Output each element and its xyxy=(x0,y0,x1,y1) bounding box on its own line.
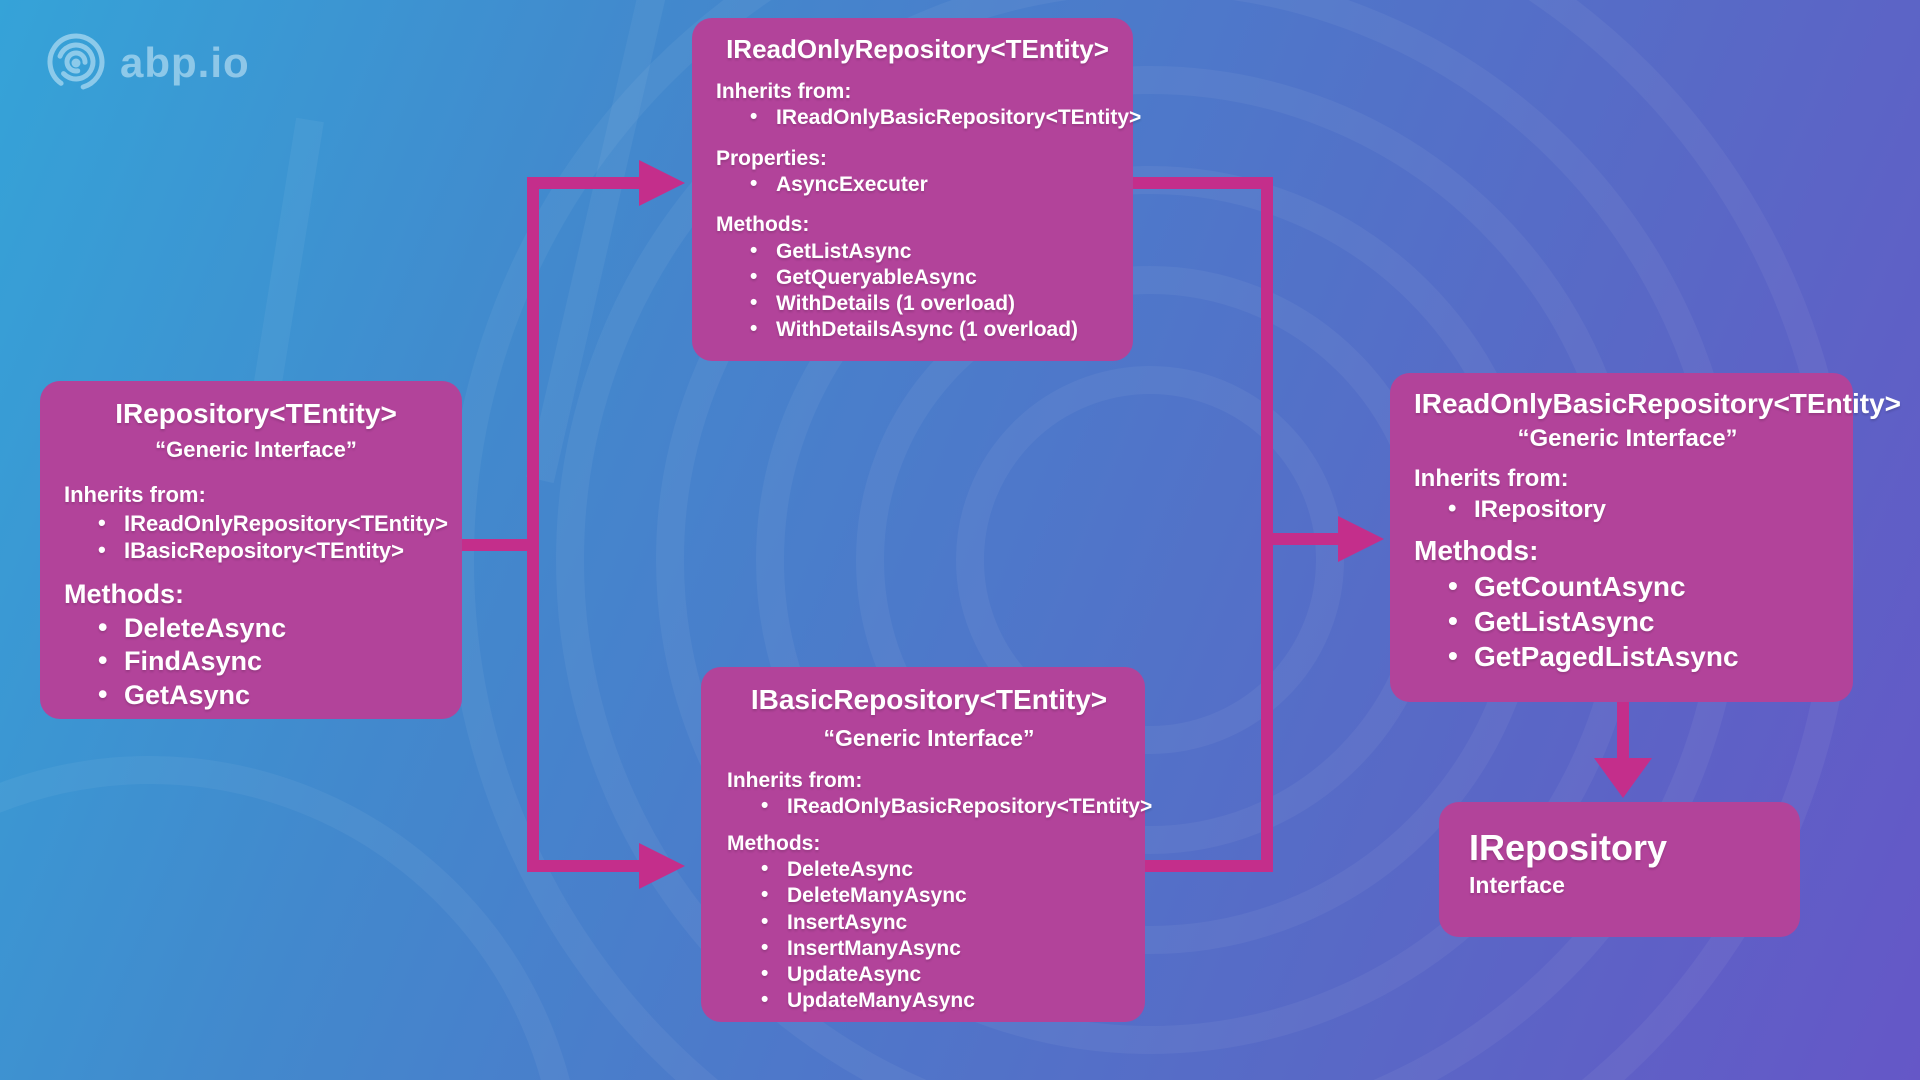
section-properties: Properties:AsyncExecuter xyxy=(716,145,1119,199)
node-sections: Inherits from:IRepositoryMethods:GetCoun… xyxy=(1414,463,1841,674)
edge-to-readonly-basic-repository xyxy=(1273,533,1338,545)
member-item: FindAsync xyxy=(98,644,448,679)
abp-logo: abp.io xyxy=(46,32,250,97)
node-irepository-tentity: IRepository<TEntity> “Generic Interface”… xyxy=(40,381,462,719)
arrowhead-to-basic-repository xyxy=(639,843,685,889)
edge-repository-to-trunk xyxy=(462,539,528,551)
member-item: GetAsync xyxy=(98,678,448,713)
section-methods: Methods:GetListAsyncGetQueryableAsyncWit… xyxy=(716,211,1119,343)
node-title: IReadOnlyRepository<TEntity> xyxy=(726,34,1109,64)
section-inherits-from: Inherits from:IReadOnlyRepository<TEntit… xyxy=(64,481,448,565)
section-items: IRepository xyxy=(1414,494,1841,525)
member-item: InsertManyAsync xyxy=(761,935,1131,962)
member-item: IBasicRepository<TEntity> xyxy=(98,536,448,565)
member-item: DeleteAsync xyxy=(98,611,448,646)
edge-right-vertical-trunk xyxy=(1261,177,1273,872)
node-title: IReadOnlyBasicRepository<TEntity> xyxy=(1414,388,1902,419)
node-title: IRepository xyxy=(1469,827,1668,868)
section-items: DeleteAsyncDeleteManyAsyncInsertAsyncIns… xyxy=(727,856,1131,1015)
section-items: AsyncExecuter xyxy=(716,171,1119,198)
arrowhead-to-irepository-base xyxy=(1594,758,1652,798)
member-item: GetCountAsync xyxy=(1448,568,1841,604)
section-methods: Methods:GetCountAsyncGetListAsyncGetPage… xyxy=(1414,533,1841,674)
node-ireadonlyrepository-tentity: IReadOnlyRepository<TEntity> Inherits fr… xyxy=(692,18,1141,361)
node-sections: Inherits from:IReadOnlyBasicRepository<T… xyxy=(727,767,1152,1015)
member-item: InsertAsync xyxy=(761,909,1131,936)
abp-logo-text: abp.io xyxy=(120,38,250,86)
member-item: IRepository xyxy=(1448,494,1841,525)
section-inherits-from: Inherits from:IRepository xyxy=(1414,463,1841,524)
section-label: Properties: xyxy=(716,146,827,170)
section-label: Methods: xyxy=(716,213,810,237)
section-items: GetListAsyncGetQueryableAsyncWithDetails… xyxy=(716,238,1119,344)
member-item: WithDetails (1 overload) xyxy=(750,290,1119,317)
arrowhead-to-readonly-basic-repository xyxy=(1338,516,1384,562)
edge-basic-repository-out xyxy=(1145,860,1261,872)
section-items: IReadOnlyRepository<TEntity>IBasicReposi… xyxy=(64,509,448,565)
node-title: IRepository<TEntity> xyxy=(115,398,397,429)
member-item: IReadOnlyRepository<TEntity> xyxy=(98,509,448,538)
node-subtitle: “Generic Interface” xyxy=(823,724,1035,751)
member-item: UpdateAsync xyxy=(761,961,1131,988)
section-methods: Methods:DeleteAsyncFindAsyncGetAsync xyxy=(64,577,448,713)
member-item: DeleteAsync xyxy=(761,856,1131,883)
section-label: Methods: xyxy=(1414,534,1539,566)
section-label: Inherits from: xyxy=(716,80,852,104)
node-sections: Inherits from:IReadOnlyBasicRepository<T… xyxy=(716,78,1141,343)
node-sections: Inherits from:IReadOnlyRepository<TEntit… xyxy=(64,481,448,713)
member-item: DeleteManyAsync xyxy=(761,882,1131,909)
member-item: GetQueryableAsync xyxy=(750,264,1119,291)
section-items: IReadOnlyBasicRepository<TEntity> xyxy=(716,104,1141,131)
section-items: GetCountAsyncGetListAsyncGetPagedListAsy… xyxy=(1414,568,1841,674)
node-irepository-base-interface: IRepository Interface xyxy=(1439,802,1800,937)
member-item: WithDetailsAsync (1 overload) xyxy=(750,316,1119,343)
edge-to-basic-repository xyxy=(539,860,639,872)
node-title: IBasicRepository<TEntity> xyxy=(750,684,1108,715)
member-item: GetListAsync xyxy=(750,238,1119,265)
member-item: AsyncExecuter xyxy=(750,171,1119,198)
edge-to-irepository-base xyxy=(1617,702,1629,758)
member-item: GetListAsync xyxy=(1448,603,1841,639)
section-methods: Methods:DeleteAsyncDeleteManyAsyncInsert… xyxy=(727,830,1131,1015)
edge-left-vertical-trunk xyxy=(527,177,539,872)
section-label: Inherits from: xyxy=(727,769,863,793)
section-label: Methods: xyxy=(64,578,184,609)
edge-readonly-repository-out xyxy=(1133,177,1261,189)
member-item: GetPagedListAsync xyxy=(1448,638,1841,674)
node-subtitle: Interface xyxy=(1469,872,1565,899)
section-inherits-from: Inherits from:IReadOnlyBasicRepository<T… xyxy=(716,78,1141,132)
section-label: Methods: xyxy=(727,831,821,855)
section-inherits-from: Inherits from:IReadOnlyBasicRepository<T… xyxy=(727,767,1152,821)
node-ireadonlybasicrepository-tentity: IReadOnlyBasicRepository<TEntity> “Gener… xyxy=(1390,373,1902,702)
arrowhead-to-readonly-repository xyxy=(639,160,685,206)
section-items: IReadOnlyBasicRepository<TEntity> xyxy=(727,793,1152,820)
node-subtitle: “Generic Interface” xyxy=(155,436,357,462)
node-subtitle: “Generic Interface” xyxy=(1517,424,1738,452)
edge-to-readonly-repository xyxy=(539,177,639,189)
member-item: IReadOnlyBasicRepository<TEntity> xyxy=(750,104,1141,131)
abp-spiral-icon xyxy=(46,32,106,97)
node-ibasicrepository-tentity: IBasicRepository<TEntity> “Generic Inter… xyxy=(701,667,1152,1022)
section-label: Inherits from: xyxy=(64,481,206,507)
member-item: IReadOnlyBasicRepository<TEntity> xyxy=(761,793,1152,820)
section-items: DeleteAsyncFindAsyncGetAsync xyxy=(64,611,448,713)
section-label: Inherits from: xyxy=(1414,465,1569,493)
member-item: UpdateManyAsync xyxy=(761,987,1131,1014)
